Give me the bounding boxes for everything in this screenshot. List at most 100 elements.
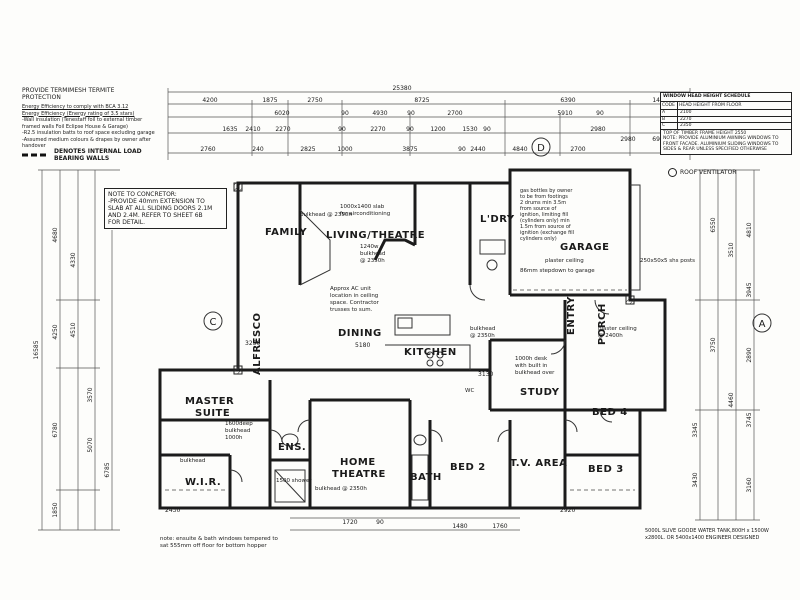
dim-left-overall: 16585 xyxy=(33,340,40,359)
garage-ceiling-note: plaster ceiling xyxy=(545,258,584,264)
door-swing xyxy=(599,409,613,423)
dim-label: 2980 xyxy=(590,126,605,133)
family-angled-wall xyxy=(299,209,331,286)
kitchen-island xyxy=(394,314,451,336)
note-line: ignition, limiting fill xyxy=(520,212,569,218)
bathtub-icon xyxy=(411,454,429,501)
dim-label: 2700 xyxy=(447,110,462,117)
schedule-height: 2270 xyxy=(680,116,692,122)
dim-label: 4680 xyxy=(52,227,59,242)
dim-label: 1850 xyxy=(52,502,59,517)
dim-label: 3160 xyxy=(746,477,753,492)
room-tv-area: T.V. AREA xyxy=(510,458,567,469)
dim-label: 6780 xyxy=(52,422,59,437)
living-split-note-2: for airconditioning xyxy=(340,211,390,217)
aircon-note-4: trusses to sum. xyxy=(330,307,373,313)
living-bulkhead-1: 1240w xyxy=(360,244,379,250)
dim-label: 1635 xyxy=(222,126,237,133)
schedule-row: A 2100 xyxy=(661,110,791,117)
walls xyxy=(158,168,667,510)
note-line: NOTE: PROVIDE ALUMINIUM AWNING WINDOWS T… xyxy=(663,136,779,141)
vanity-basin-icon xyxy=(281,433,299,447)
door-swing xyxy=(269,429,283,443)
dim-label: 4840 xyxy=(512,146,527,153)
door-swing xyxy=(550,339,566,355)
dim-top-row1: 4200 1875 2750 8725 6390 1450 xyxy=(202,97,667,104)
dim-label: 6390 xyxy=(560,97,575,104)
note-line: (cylinders only) min xyxy=(520,218,570,224)
ensuite-window-note: note: ensuite & bath windows tempered to… xyxy=(160,536,278,550)
note-line: DENOTES INTERNAL LOAD xyxy=(54,148,142,155)
dim-label: 3570 xyxy=(87,387,94,402)
room-bed2: BED 2 xyxy=(450,462,486,473)
marker-a: A xyxy=(752,313,772,333)
concretor-note: NOTE TO CONCRETOR: -PROVIDE 40mm EXTENSI… xyxy=(104,188,227,229)
room-bed4: BED 4 xyxy=(592,407,628,418)
porch-ceiling-1: plaster ceiling xyxy=(598,326,637,332)
dim-label: 5070 xyxy=(87,437,94,452)
dim-label: 4200 xyxy=(202,97,217,104)
laundry-tub-icon xyxy=(479,239,506,255)
note-line: PROTECTION xyxy=(22,94,61,101)
schedule-header-height: HEAD HEIGHT FROM FLOOR xyxy=(679,102,742,108)
living-split-note-1: 1000x1400 slab xyxy=(340,204,385,210)
room-wir: W.I.R. xyxy=(185,477,221,488)
load-bearing-legend: DENOTES INTERNAL LOAD BEARING WALLS xyxy=(54,148,142,162)
note-line: sat 555mm off floor for bottom hopper xyxy=(160,543,267,549)
dim-label: 90 xyxy=(458,146,466,153)
dim-label: 6550 xyxy=(710,217,717,232)
schedule-height: 2100 xyxy=(680,110,692,115)
dim-label: 6020 xyxy=(274,110,289,117)
master-robe-2: bulkhead xyxy=(225,428,250,434)
note-line: Energy Efficiency to comply with BCA 3.1… xyxy=(22,104,129,110)
theatre-bulkhead: bulkhead @ 2350h xyxy=(315,486,367,492)
kitchen-bulkhead-1: bulkhead xyxy=(470,326,495,332)
living-bulkhead-2: bulkhead xyxy=(360,251,385,257)
note-line: -Wall insulation (Tenestaff foil to exte… xyxy=(22,117,143,123)
room-home-theatre-line2: THEATRE xyxy=(332,469,386,480)
note-line: -Assumed medium colours & drapes by owne… xyxy=(22,136,151,143)
roof-ventilator-note: ROOF VENTILATOR xyxy=(668,168,736,177)
dim-label: 4930 xyxy=(372,110,387,117)
marker-d-label: D xyxy=(537,143,545,154)
room-porch: PORCH xyxy=(597,303,608,345)
dim-label: 240 xyxy=(252,146,264,153)
doors xyxy=(229,284,613,483)
bottom-dimension-lines xyxy=(290,517,520,531)
marker-c-label: C xyxy=(210,317,217,328)
room-kitchen: KITCHEN xyxy=(404,347,457,358)
post xyxy=(625,295,635,305)
dim-interior-label: 2920 xyxy=(560,507,575,514)
door-swing xyxy=(594,299,610,315)
door-swing xyxy=(564,419,578,433)
dim-label: 1760 xyxy=(492,523,507,530)
door-swing xyxy=(497,429,511,443)
room-study: STUDY xyxy=(520,387,560,398)
note-line: 2 drums min 3.5m xyxy=(520,200,567,206)
marker-d: D xyxy=(531,137,551,157)
door-swing xyxy=(297,419,311,433)
top-dimension-lines xyxy=(167,88,691,160)
dim-label: 8725 xyxy=(414,97,429,104)
door-swing xyxy=(429,429,443,443)
dim-top-row4: 2760 240 2825 1000 3875 90 2440 4840 270… xyxy=(200,146,585,153)
post-note: 250x50x5 shs posts xyxy=(640,258,695,264)
room-entry: ENTRY xyxy=(566,296,577,335)
sink-icon xyxy=(397,317,413,329)
right-dimension-lines xyxy=(695,169,760,521)
note-line: note: ensuite & bath windows tempered to xyxy=(160,536,278,542)
living-bulkhead-3: @ 2350h xyxy=(360,258,385,264)
note-line: FOR DETAIL. xyxy=(108,219,145,226)
room-wc: WC xyxy=(465,388,474,394)
room-living: LIVING/THEATRE xyxy=(326,230,425,241)
room-bath: BATH xyxy=(410,472,442,483)
dim-label: 1000 xyxy=(337,146,352,153)
dim-bottom-row: 1720 90 1480 1760 xyxy=(342,519,507,530)
dim-label: 3430 xyxy=(692,472,699,487)
schedule-height: 2350 xyxy=(680,123,692,128)
dim-interior-label: 3250 xyxy=(245,340,260,347)
dim-label: 2890 xyxy=(746,347,753,362)
study-desk-3: bulkhead over xyxy=(515,370,555,376)
